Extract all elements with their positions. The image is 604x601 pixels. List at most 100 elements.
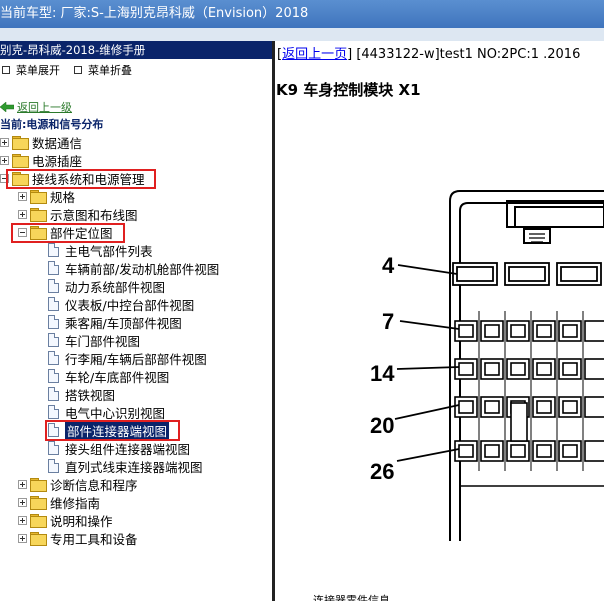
expand-toggle-icon[interactable] xyxy=(18,209,27,219)
document-icon xyxy=(48,243,59,257)
collapse-all-button[interactable]: 菜单折叠 xyxy=(74,62,132,78)
tree-node-label: 说明和操作 xyxy=(50,513,113,529)
expand-icon xyxy=(2,66,10,74)
manual-header: 别克-昂科威-2018-维修手册 xyxy=(0,41,272,59)
tree-node-label: 诊断信息和程序 xyxy=(50,477,138,493)
expand-toggle-icon[interactable] xyxy=(18,191,27,201)
document-icon xyxy=(48,333,59,347)
tree-leaf-label: 行李厢/车辆后部部件视图 xyxy=(65,351,207,367)
tree-node-label: 接线系统和电源管理 xyxy=(32,171,145,187)
content-pane: [返回上一页] [4433122-w]test1 NO:2PC:1 .2016 … xyxy=(275,41,604,601)
tree-node-repair-guide[interactable]: 维修指南 xyxy=(18,493,100,511)
folder-icon xyxy=(12,136,29,150)
tree-leaf[interactable]: 行李厢/车辆后部部件视图 xyxy=(48,349,207,367)
tree-leaf-label: 电气中心识别视图 xyxy=(65,405,166,421)
expand-toggle-icon[interactable] xyxy=(0,155,9,165)
collapse-icon xyxy=(74,66,82,74)
terminal-dividers xyxy=(478,311,584,471)
document-icon xyxy=(48,315,59,329)
collapse-toggle-icon[interactable] xyxy=(18,227,27,237)
tree-node-schematics[interactable]: 示意图和布线图 xyxy=(18,205,138,223)
tree-leaf[interactable]: 乘客厢/车顶部件视图 xyxy=(48,313,182,331)
document-nav: [返回上一页] [4433122-w]test1 NO:2PC:1 .2016 xyxy=(277,47,581,62)
document-icon xyxy=(48,351,59,365)
tree-node-label: 电源插座 xyxy=(32,153,83,169)
tree-node-component-location[interactable]: 部件定位图 xyxy=(18,223,113,241)
back-up-level[interactable]: 返回上一级 xyxy=(0,99,72,115)
tree-leaf-label: 部件连接器端视图 xyxy=(65,420,170,440)
document-icon xyxy=(48,369,59,383)
tree-node-wiring-power[interactable]: 接线系统和电源管理 xyxy=(0,169,145,187)
tree-leaf[interactable]: 主电气部件列表 xyxy=(48,241,153,259)
connector-inner-outline xyxy=(459,202,604,541)
tree-leaf[interactable]: 车门部件视图 xyxy=(48,331,140,349)
tree-leaf[interactable]: 车轮/车底部件视图 xyxy=(48,367,169,385)
tree-leaf-selected[interactable]: 部件连接器端视图 xyxy=(48,420,170,440)
document-icon xyxy=(48,441,59,455)
document-icon xyxy=(48,279,59,293)
tree-node-specs[interactable]: 规格 xyxy=(18,187,75,205)
tree-node-label: 规格 xyxy=(50,189,76,205)
tree-leaf[interactable]: 车辆前部/发动机舱部件视图 xyxy=(48,259,219,277)
current-location: 当前:电源和信号分布 xyxy=(0,118,104,131)
tree-leaf[interactable]: 动力系统部件视图 xyxy=(48,277,165,295)
folder-icon xyxy=(30,478,47,492)
pin-label-4: 4 xyxy=(382,253,395,278)
title-strip xyxy=(0,28,604,41)
small-terminal-rows xyxy=(454,320,604,462)
back-up-level-link[interactable]: 返回上一级 xyxy=(17,101,72,114)
collapse-toggle-icon[interactable] xyxy=(0,173,9,183)
folder-icon xyxy=(30,496,47,510)
tree-leaf[interactable]: 搭铁视图 xyxy=(48,385,115,403)
tree-leaf-label: 车轮/车底部件视图 xyxy=(65,369,170,385)
back-page-link[interactable]: 返回上一页 xyxy=(282,47,348,62)
folder-icon xyxy=(30,190,47,204)
tree-node-description-operation[interactable]: 说明和操作 xyxy=(18,511,113,529)
tree-node-power-socket[interactable]: 电源插座 xyxy=(0,151,82,169)
connector-end-view-figure: 4 7 14 20 26 xyxy=(370,190,604,541)
expand-toggle-icon[interactable] xyxy=(18,497,27,507)
tree-leaf[interactable]: 仪表板/中控台部件视图 xyxy=(48,295,194,313)
tree-leaf-label: 接头组件连接器端视图 xyxy=(65,441,191,457)
tree-node-diagnostics[interactable]: 诊断信息和程序 xyxy=(18,475,138,493)
folder-icon xyxy=(30,208,47,222)
document-icon xyxy=(48,297,59,311)
pin-label-7: 7 xyxy=(382,309,394,334)
folder-icon xyxy=(12,154,29,168)
document-icon xyxy=(48,405,59,419)
tree-node-special-tools[interactable]: 专用工具和设备 xyxy=(18,529,138,547)
window-title: 当前车型: 厂家:S-上海别克昂科威（Envision）2018 xyxy=(0,6,309,21)
open-folder-icon xyxy=(30,226,47,240)
expand-toggle-icon[interactable] xyxy=(18,479,27,489)
open-folder-icon xyxy=(12,172,29,186)
highlight-box xyxy=(45,420,180,441)
expand-toggle-icon[interactable] xyxy=(0,137,9,147)
tree-leaf-label: 车门部件视图 xyxy=(65,333,141,349)
tree-node-label: 数据通信 xyxy=(32,135,83,151)
document-icon xyxy=(48,261,59,275)
tree-leaf-label: 乘客厢/车顶部件视图 xyxy=(65,315,182,331)
pin-label-20: 20 xyxy=(370,413,394,438)
folder-icon xyxy=(30,532,47,546)
tree-toolbar: 菜单展开 菜单折叠 xyxy=(0,59,272,81)
highlight-box xyxy=(11,223,125,243)
tree-leaf[interactable]: 接头组件连接器端视图 xyxy=(48,439,190,457)
tree-leaf-label: 主电气部件列表 xyxy=(65,243,153,259)
document-icon xyxy=(48,459,59,473)
page-title: K9 车身控制模块 X1 xyxy=(276,81,421,99)
connector-info-heading: 连接器零件信息 xyxy=(313,594,390,601)
key-tab xyxy=(523,228,551,244)
expand-toggle-icon[interactable] xyxy=(18,533,27,543)
tree-node-data-comm[interactable]: 数据通信 xyxy=(0,133,82,151)
tree-leaf[interactable]: 电气中心识别视图 xyxy=(48,403,165,421)
highlight-box xyxy=(6,169,156,189)
tree-leaf-label: 动力系统部件视图 xyxy=(65,279,166,295)
pane-splitter[interactable] xyxy=(272,41,275,601)
tree-leaf[interactable]: 直列式线束连接器端视图 xyxy=(48,457,203,475)
expand-all-button[interactable]: 菜单展开 xyxy=(2,62,60,78)
expand-toggle-icon[interactable] xyxy=(18,515,27,525)
window-title-bar: 当前车型: 厂家:S-上海别克昂科威（Envision）2018 xyxy=(0,0,604,28)
large-terminal-row xyxy=(452,262,602,286)
connector-outline xyxy=(449,190,604,541)
latch-frame xyxy=(506,200,604,228)
